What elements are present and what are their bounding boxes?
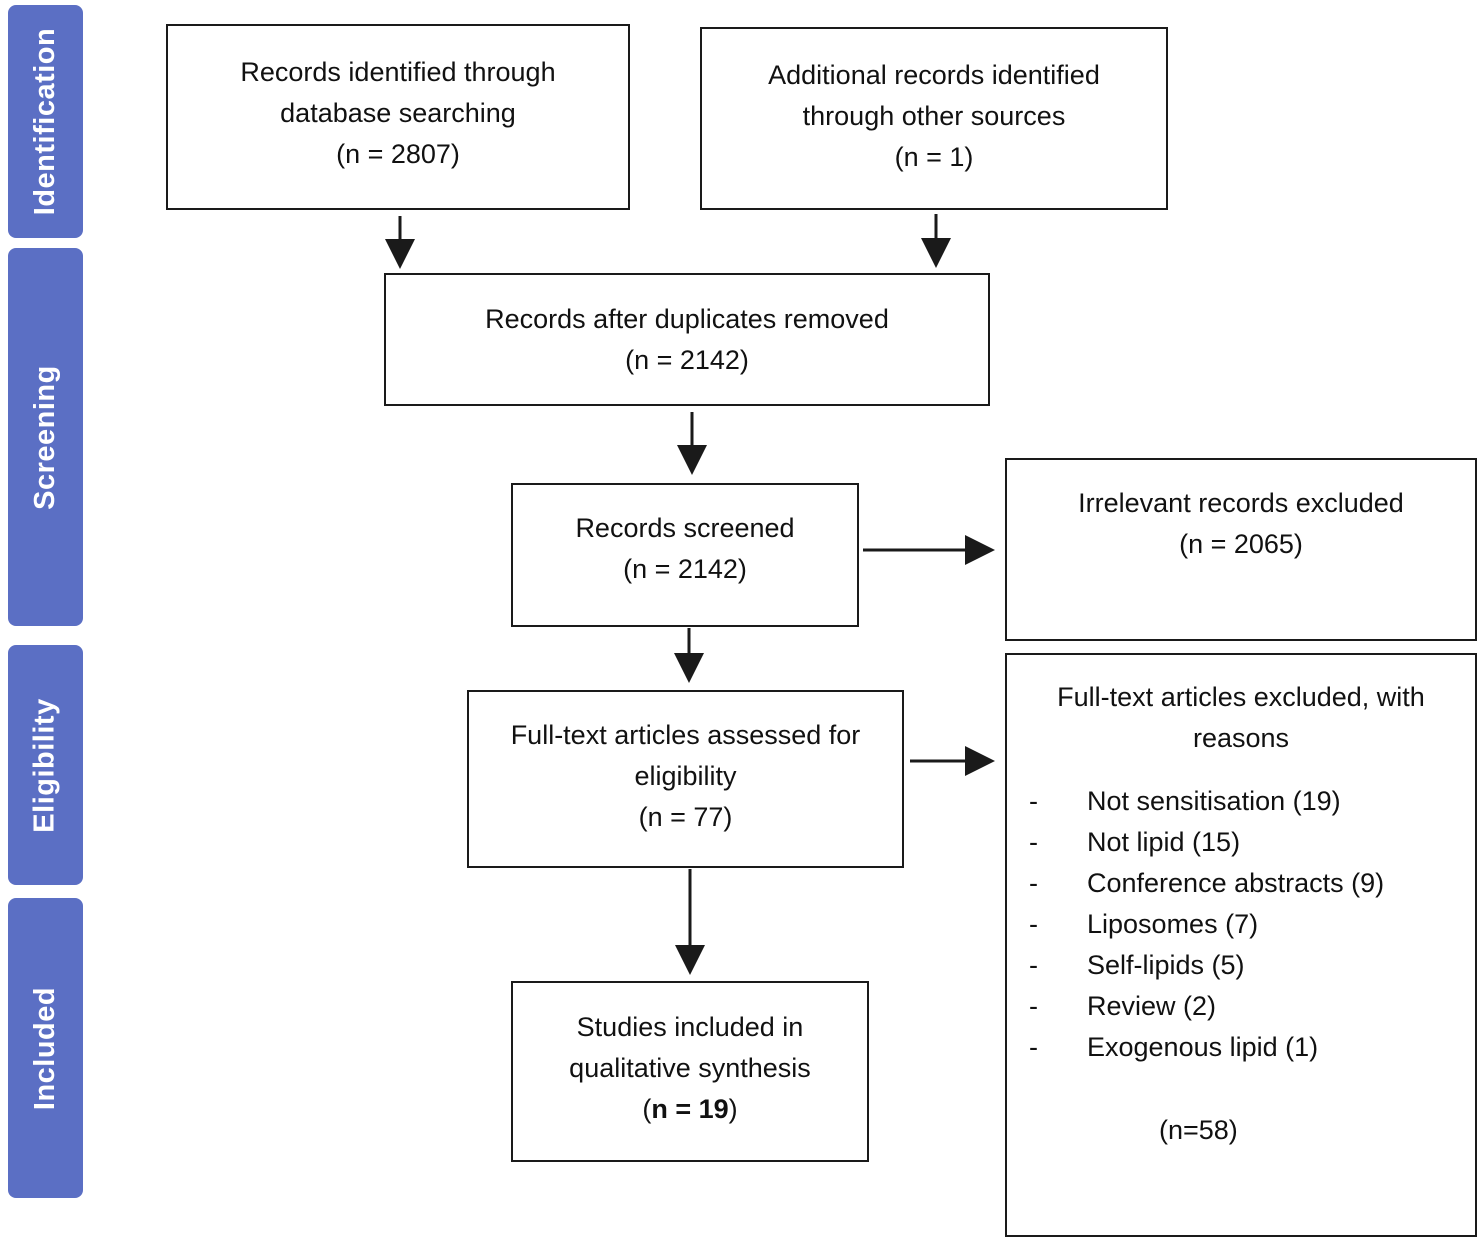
- database-count: (n = 2807): [336, 139, 460, 169]
- duplicates-line1: Records after duplicates removed: [485, 304, 889, 334]
- database-line1: Records identified through: [240, 57, 556, 87]
- box-other-sources: Additional records identified through ot…: [700, 27, 1168, 210]
- screened-count: (n = 2142): [623, 554, 747, 584]
- included-line2: qualitative synthesis: [569, 1053, 811, 1083]
- irrelevant-count: (n = 2065): [1179, 529, 1303, 559]
- irrelevant-line1: Irrelevant records excluded: [1078, 488, 1404, 518]
- other-sources-line1: Additional records identified: [768, 60, 1100, 90]
- reason-text: Self-lipids (5): [1087, 950, 1245, 980]
- list-item: -Review (2): [1007, 986, 1475, 1027]
- box-records-screened: Records screened (n = 2142): [511, 483, 859, 627]
- list-item: -Liposomes (7): [1007, 904, 1475, 945]
- fulltext-line1: Full-text articles assessed for: [510, 720, 861, 750]
- other-sources-count: (n = 1): [894, 142, 974, 172]
- list-item: -Not sensitisation (19): [1007, 781, 1475, 822]
- excluded-line2: reasons: [1192, 723, 1290, 753]
- box-studies-included: Studies included in qualitative synthesi…: [511, 981, 869, 1162]
- phase-identification: Identification: [8, 5, 83, 238]
- list-item: -Not lipid (15): [1007, 822, 1475, 863]
- phase-screening: Screening: [8, 248, 83, 626]
- included-count: (n = 19): [642, 1094, 738, 1124]
- phase-eligibility: Eligibility: [8, 645, 83, 885]
- included-count-bold: n = 19: [651, 1094, 729, 1124]
- reason-text: Not lipid (15): [1087, 827, 1241, 857]
- reason-text: Review (2): [1087, 991, 1217, 1021]
- list-item: -Exogenous lipid (1): [1007, 1027, 1475, 1068]
- fulltext-count: (n = 77): [638, 802, 733, 832]
- included-line1: Studies included in: [576, 1012, 804, 1042]
- box-fulltext-assessed: Full-text articles assessed for eligibil…: [467, 690, 904, 868]
- database-line2: database searching: [280, 98, 516, 128]
- reason-text: Conference abstracts (9): [1087, 868, 1385, 898]
- excluded-total: (n=58): [1159, 1115, 1238, 1145]
- phase-included: Included: [8, 898, 83, 1198]
- screened-line1: Records screened: [575, 513, 795, 543]
- other-sources-line2: through other sources: [802, 101, 1066, 131]
- reason-text: Exogenous lipid (1): [1087, 1032, 1319, 1062]
- list-item: -Conference abstracts (9): [1007, 863, 1475, 904]
- box-fulltext-excluded: Full-text articles excluded, with reason…: [1005, 653, 1477, 1237]
- reason-text: Liposomes (7): [1087, 909, 1259, 939]
- reason-text: Not sensitisation (19): [1087, 786, 1341, 816]
- box-duplicates-removed: Records after duplicates removed (n = 21…: [384, 273, 990, 406]
- excluded-line1: Full-text articles excluded, with: [1057, 682, 1425, 712]
- box-database-searching: Records identified through database sear…: [166, 24, 630, 210]
- box-irrelevant-excluded: Irrelevant records excluded (n = 2065): [1005, 458, 1477, 641]
- duplicates-count: (n = 2142): [625, 345, 749, 375]
- exclusion-reasons-list: -Not sensitisation (19) -Not lipid (15) …: [1007, 781, 1475, 1068]
- list-item: -Self-lipids (5): [1007, 945, 1475, 986]
- fulltext-line2: eligibility: [634, 761, 737, 791]
